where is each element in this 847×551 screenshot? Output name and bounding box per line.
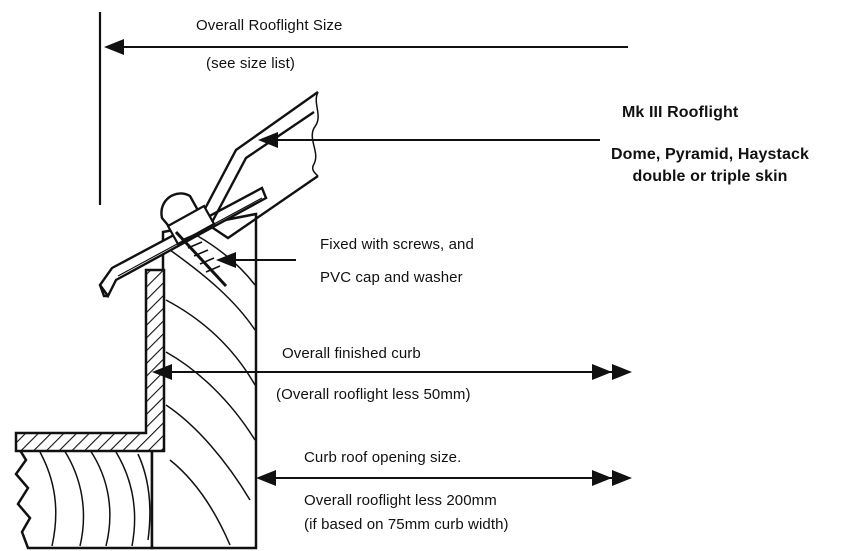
screw-fixing [160,192,228,288]
finished-curb-label: Overall finished curb [282,345,421,362]
fixing-leader-arrow [216,252,296,268]
overall-size-label: Overall Rooflight Size [196,17,343,34]
rooflight-leader-arrow [258,132,600,148]
product-variants-line2: double or triple skin [632,168,788,185]
product-name-label: Mk III Rooflight [622,104,739,121]
roof-opening-arrow [256,470,632,486]
see-size-list-label: (see size list) [206,55,296,72]
roof-opening-label: Curb roof opening size. [304,449,462,466]
overall-size-arrow [104,39,628,55]
roofing-membrane [14,268,166,453]
fixing-label-line2: PVC cap and washer [320,269,463,286]
fixing-label-line1: Fixed with screws, and [320,236,474,253]
finished-curb-note: (Overall rooflight less 50mm) [276,386,471,403]
roof-opening-note1: Overall rooflight less 200mm [304,492,497,509]
product-variants-line1: Dome, Pyramid, Haystack [611,146,809,163]
rooflight-dome-skins [196,91,319,240]
roof-opening-note2: (if based on 75mm curb width) [304,516,509,533]
timber-curb [150,212,258,550]
finished-curb-arrow [152,364,632,380]
timber-roof-deck [14,445,154,550]
